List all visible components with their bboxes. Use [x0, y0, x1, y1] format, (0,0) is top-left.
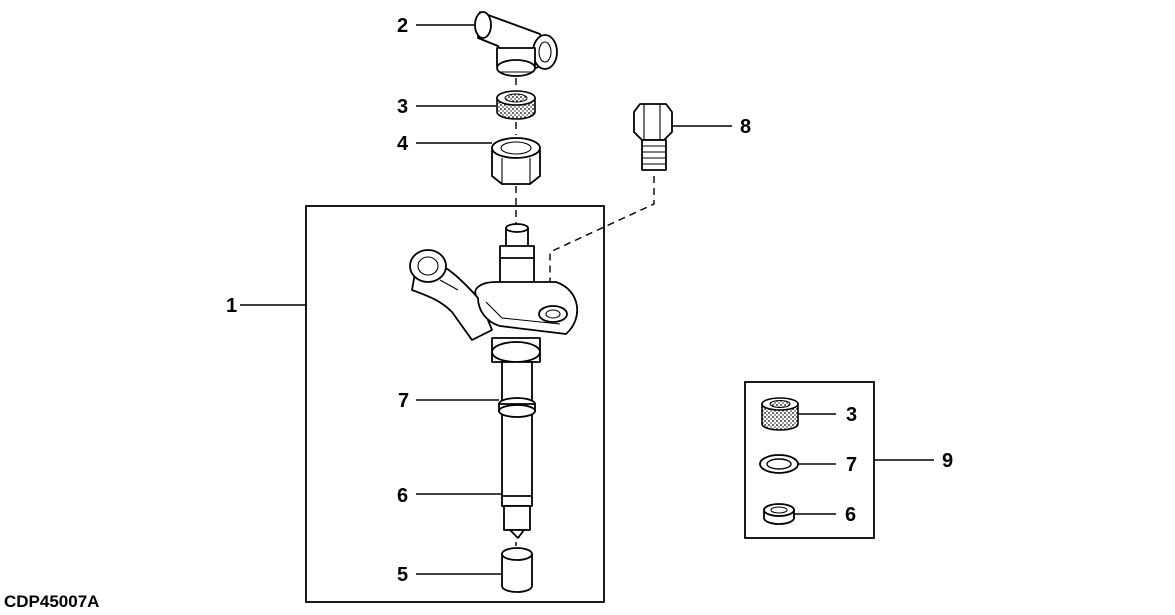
screw-alignment-line	[549, 176, 655, 290]
callout-4: 4	[397, 133, 409, 155]
injector-assembly-box	[305, 205, 605, 603]
nozzle-cap	[501, 547, 533, 593]
tee-fitting	[474, 11, 558, 77]
kit-callout-7: 7	[846, 454, 857, 476]
kit-washer	[759, 454, 799, 474]
callout-3: 3	[397, 96, 408, 118]
figure-id: CDP45007A	[4, 592, 99, 611]
kit-callout-6: 6	[845, 504, 856, 526]
fitting-nut	[491, 137, 541, 185]
leader-lines	[240, 24, 934, 575]
callout-5: 5	[397, 564, 408, 586]
callout-1: 1	[226, 295, 237, 317]
injector-body	[409, 223, 579, 539]
cap-screw	[633, 103, 673, 171]
callout-8: 8	[740, 116, 751, 138]
kit-callout-3: 3	[846, 404, 857, 426]
callout-2: 2	[397, 15, 408, 37]
top-seal	[496, 90, 536, 120]
kit-seal	[761, 397, 799, 431]
callout-9: 9	[942, 450, 953, 472]
callout-6: 6	[397, 485, 408, 507]
callout-7: 7	[398, 390, 409, 412]
kit-lower-seal	[763, 503, 795, 525]
